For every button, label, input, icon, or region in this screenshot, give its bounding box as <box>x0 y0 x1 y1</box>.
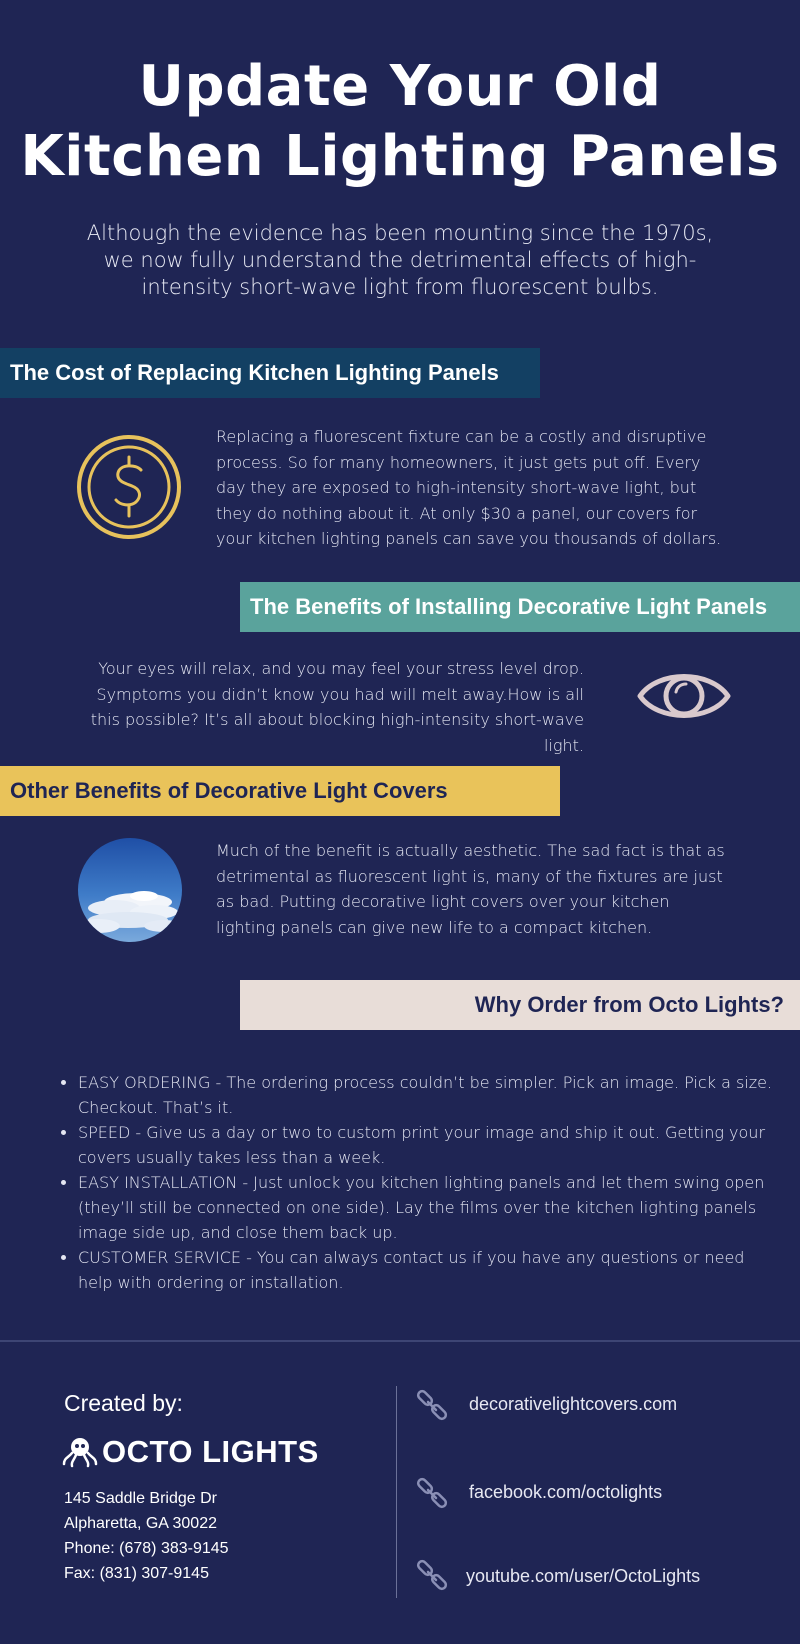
brand-name: OCTO LIGHTS <box>102 1434 319 1469</box>
link-row-website[interactable]: decorativelightcovers.com <box>414 1388 794 1424</box>
facebook-link[interactable]: facebook.com/octolights <box>469 1482 663 1502</box>
title-line-2: Kitchen Lighting Panels <box>20 124 780 189</box>
page-title: Update Your Old Kitchen Lighting Panels <box>0 52 800 192</box>
section-text-cost: Replacing a fluorescent fixture can be a… <box>216 427 722 548</box>
section-heading-why: Why Order from Octo Lights? <box>474 992 784 1017</box>
brand-logo: OCTO LIGHTS <box>62 1432 362 1472</box>
list-item: EASY ORDERING - The ordering process cou… <box>78 1070 778 1120</box>
section-banner-benefits: The Benefits of Installing Decorative Li… <box>240 582 800 632</box>
link-row-facebook[interactable]: facebook.com/octolights <box>414 1476 794 1512</box>
sky-clouds-image <box>78 838 182 942</box>
section-banner-why: Why Order from Octo Lights? <box>240 980 800 1030</box>
created-by-label: Created by: <box>64 1390 183 1416</box>
link-icon <box>416 1477 448 1509</box>
website-link[interactable]: decorativelightcovers.com <box>469 1394 678 1414</box>
link-icon <box>416 1559 448 1591</box>
title-line-1: Update Your Old <box>138 54 662 119</box>
section-banner-cost: The Cost of Replacing Kitchen Lighting P… <box>0 348 540 398</box>
intro-text: Although the evidence has been mounting … <box>86 221 714 299</box>
why-list: EASY ORDERING - The ordering process cou… <box>52 1070 778 1295</box>
section-text-other: Much of the benefit is actually aestheti… <box>216 841 725 937</box>
octopus-icon <box>62 1438 98 1468</box>
section-heading-benefits: The Benefits of Installing Decorative Li… <box>250 594 768 619</box>
link-icon <box>416 1389 448 1421</box>
address-line-2: Alpharetta, GA 30022 <box>64 1515 217 1532</box>
link-row-youtube[interactable]: youtube.com/user/OctoLights <box>414 1558 794 1594</box>
list-item: SPEED - Give us a day or two to custom p… <box>78 1120 778 1170</box>
eye-icon <box>636 664 732 728</box>
address-line-1: 145 Saddle Bridge Dr <box>64 1490 217 1507</box>
list-item: CUSTOMER SERVICE - You can always contac… <box>78 1245 778 1295</box>
youtube-link[interactable]: youtube.com/user/OctoLights <box>466 1566 701 1586</box>
section-heading-cost: The Cost of Replacing Kitchen Lighting P… <box>10 360 499 385</box>
footer-divider <box>0 1340 800 1342</box>
section-text-benefits: Your eyes will relax, and you may feel y… <box>90 659 584 755</box>
phone-number: Phone: (678) 383-9145 <box>64 1540 229 1557</box>
section-heading-other: Other Benefits of Decorative Light Cover… <box>10 778 448 803</box>
fax-number: Fax: (831) 307-9145 <box>64 1565 209 1582</box>
dollar-coin-icon <box>76 434 182 540</box>
address-block: 145 Saddle Bridge Dr Alpharetta, GA 3002… <box>64 1486 229 1586</box>
section-banner-other: Other Benefits of Decorative Light Cover… <box>0 766 560 816</box>
footer-vertical-divider <box>396 1386 397 1598</box>
list-item: EASY INSTALLATION - Just unlock you kitc… <box>78 1170 778 1245</box>
